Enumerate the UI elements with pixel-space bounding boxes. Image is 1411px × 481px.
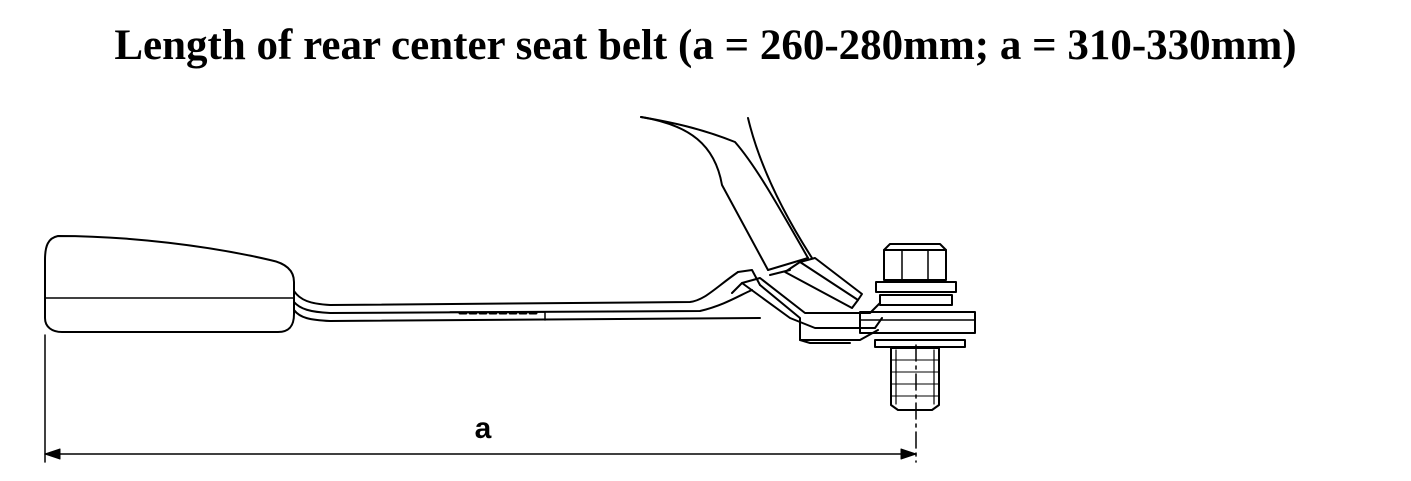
diagram-title: Length of rear center seat belt (a = 260…	[114, 22, 1297, 69]
webbing-strap	[293, 269, 761, 322]
dimension-label: a	[475, 412, 492, 445]
seat-cushion-trim	[640, 116, 813, 271]
dimension-a	[44, 334, 917, 463]
anchor-bolt	[875, 243, 957, 411]
mounting-bracket	[731, 257, 883, 344]
washer	[859, 311, 976, 348]
buckle-housing	[44, 235, 295, 333]
